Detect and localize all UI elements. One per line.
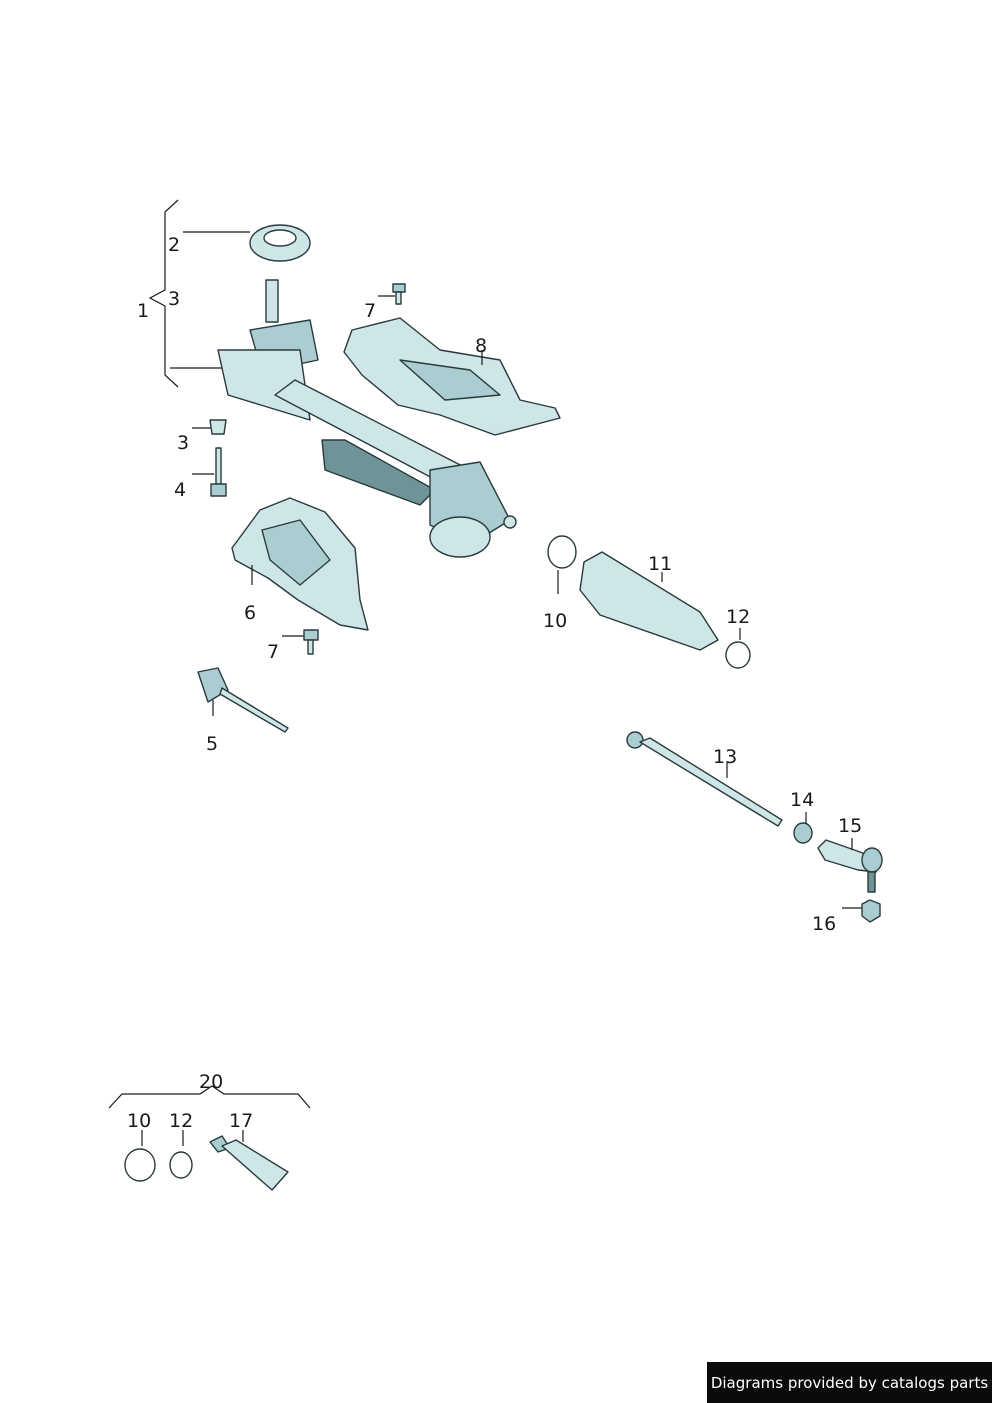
callout-5: 5 xyxy=(206,733,218,755)
boot-part-11 xyxy=(579,551,719,651)
footer-banner: Diagrams provided by catalogs parts xyxy=(707,1362,992,1403)
heat-shield-part-6 xyxy=(231,497,369,631)
callout-20: 20 xyxy=(199,1071,223,1093)
tie-rod-end-part-15 xyxy=(817,838,883,893)
bolt-part-7-bottom xyxy=(282,629,319,655)
callout-4: 4 xyxy=(174,479,186,501)
callout-3: 3 xyxy=(177,432,189,454)
clamp-part-10 xyxy=(547,535,577,594)
callout-12: 12 xyxy=(726,606,750,628)
callout-8: 8 xyxy=(475,335,487,357)
bolt-part-7-top xyxy=(378,283,406,305)
clamp-part-12 xyxy=(725,628,751,669)
clamp-part-10-kit xyxy=(124,1130,156,1182)
nut-part-16 xyxy=(842,899,881,923)
callout-13: 13 xyxy=(713,746,737,768)
callout-1: 1 xyxy=(137,300,149,322)
plug-part-3 xyxy=(192,419,227,435)
callout-7-bottom: 7 xyxy=(267,641,279,663)
clamp-part-12-kit xyxy=(169,1130,193,1179)
callout-6: 6 xyxy=(244,602,256,624)
callout-16: 16 xyxy=(812,913,836,935)
group-20-bracket xyxy=(108,1085,311,1109)
sensor-part-5 xyxy=(197,667,289,733)
callout-2: 2 xyxy=(168,234,180,256)
callout-11: 11 xyxy=(648,553,672,575)
nut-part-14 xyxy=(793,812,813,844)
callout-15: 15 xyxy=(838,815,862,837)
callout-14: 14 xyxy=(790,789,814,811)
callout-17: 17 xyxy=(229,1110,253,1132)
steering-rack-part-1 xyxy=(217,279,517,558)
heat-shield-part-8 xyxy=(343,317,561,436)
grease-tube-part-17 xyxy=(209,1130,289,1191)
callout-12-kit: 12 xyxy=(169,1110,193,1132)
bolt-part-4 xyxy=(192,447,227,497)
rubber-mount-part-2 xyxy=(249,224,311,262)
group-1-bracket xyxy=(148,199,179,388)
callout-7-top: 7 xyxy=(364,300,376,322)
callout-10-kit: 10 xyxy=(127,1110,151,1132)
callout-10: 10 xyxy=(543,610,567,632)
callout-3-group: 3 xyxy=(168,288,180,310)
tie-rod-part-13 xyxy=(626,731,783,827)
